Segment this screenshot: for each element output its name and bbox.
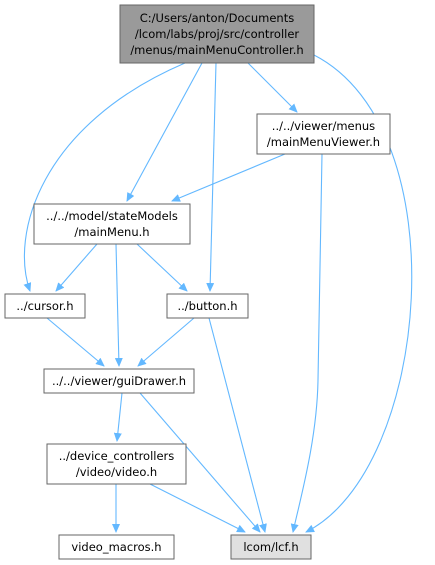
- node-label-line: /video/video.h: [76, 465, 157, 479]
- node-label-line: ../../viewer/menus: [272, 119, 375, 133]
- edge-gui_drawer-to-lcf: [139, 392, 261, 533]
- node-label-line: ../device_controllers: [59, 449, 175, 463]
- edge-button-to-gui_drawer: [137, 317, 195, 367]
- edge-main_menu-to-button: [136, 243, 188, 292]
- edge-layer: [23, 54, 413, 533]
- edge-button-to-lcf: [208, 317, 267, 533]
- node-label-line: ../../viewer/guiDrawer.h: [52, 374, 186, 388]
- edge-root-to-button: [206, 62, 217, 292]
- edge-main_menu-to-cursor: [55, 243, 98, 292]
- node-label-line: ../../model/stateModels: [46, 209, 178, 223]
- node-label-line: /mainMenu.h: [74, 225, 149, 239]
- node-layer: C:/Users/anton/Documents/lcom/labs/proj/…: [4, 4, 391, 560]
- node-lcf[interactable]: lcom/lcf.h: [230, 534, 312, 560]
- node-box: [256, 113, 391, 155]
- node-box: [33, 203, 191, 245]
- edge-root-to-main_menu: [126, 62, 203, 202]
- node-label-line: video_macros.h: [71, 540, 161, 554]
- edge-video-to-lcf: [149, 483, 246, 533]
- node-label-line: /mainMenuViewer.h: [267, 135, 380, 149]
- node-label-line: ../cursor.h: [16, 299, 73, 313]
- node-label-line: ../button.h: [177, 299, 237, 313]
- node-button[interactable]: ../button.h: [166, 293, 249, 319]
- node-label-line: C:/Users/anton/Documents: [140, 11, 294, 25]
- edge-main_menu-to-gui_drawer: [114, 243, 123, 367]
- node-box: [58, 534, 175, 560]
- node-cursor[interactable]: ../cursor.h: [4, 293, 86, 319]
- node-video[interactable]: ../device_controllers/video/video.h: [46, 443, 187, 485]
- node-label-line: /menus/mainMenuController.h: [130, 43, 303, 57]
- edge-cursor-to-gui_drawer: [46, 317, 105, 367]
- node-label-line: lcom/lcf.h: [243, 540, 298, 554]
- edge-viewer_menu-to-main_menu: [171, 153, 286, 202]
- edge-gui_drawer-to-video: [113, 392, 123, 442]
- node-main-menu[interactable]: ../../model/stateModels/mainMenu.h: [33, 203, 191, 245]
- node-root: C:/Users/anton/Documents/lcom/labs/proj/…: [119, 4, 315, 64]
- edge-root-to-lcf: [305, 54, 413, 533]
- node-label-line: /lcom/labs/proj/src/controller: [135, 27, 300, 41]
- node-viewer-menu[interactable]: ../../viewer/menus/mainMenuViewer.h: [256, 113, 391, 155]
- edge-viewer_menu-to-lcf: [290, 153, 323, 533]
- edge-root-to-cursor: [23, 62, 186, 292]
- node-box: [43, 368, 195, 394]
- node-box: [230, 534, 312, 560]
- node-box: [46, 443, 187, 485]
- edge-root-to-viewer_menu: [247, 62, 298, 113]
- node-box: [166, 293, 249, 319]
- node-box: [4, 293, 86, 319]
- node-gui-drawer[interactable]: ../../viewer/guiDrawer.h: [43, 368, 195, 394]
- node-video-macros[interactable]: video_macros.h: [58, 534, 175, 560]
- node-box: [119, 4, 315, 64]
